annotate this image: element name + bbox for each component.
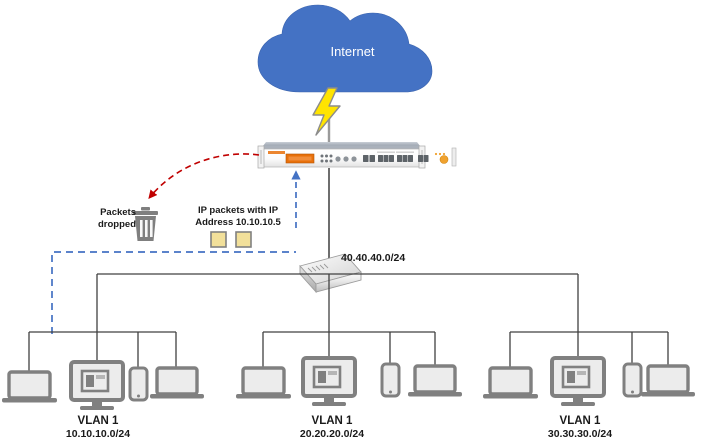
vlan-right-name: VLAN 1 (559, 415, 601, 427)
smartphone-icon (622, 362, 643, 398)
internet-cloud (257, 4, 433, 93)
laptop-icon (408, 364, 462, 397)
vlan-left-devices (2, 360, 204, 410)
smartphone-icon (128, 366, 149, 402)
smartphone-icon (380, 362, 401, 398)
desktop-monitor-icon (301, 356, 357, 406)
packets-dropped-line2: dropped (98, 218, 136, 230)
laptop-icon (483, 366, 538, 399)
ip-packets-line2: Address 10.10.10.5 (195, 216, 281, 228)
trash-can-icon (133, 207, 158, 241)
laptop-icon (150, 366, 204, 399)
ip-packets-line1: IP packets with IP (197, 205, 279, 216)
vlan-left-name: VLAN 1 (77, 415, 119, 427)
lightning-bolt-icon (312, 87, 341, 136)
core-switch (299, 253, 362, 294)
ip-packet-squares (210, 231, 252, 248)
packets-dropped-line1: Packets (100, 207, 136, 218)
vlan-center-subnet: 20.20.20.0/24 (299, 428, 365, 441)
internet-cloud-label: Internet (330, 44, 375, 59)
ip-packets-label: IP packets with IP Address 10.10.10.5 (178, 205, 298, 229)
packet-drop-path-arrow (148, 153, 260, 200)
vlan-left-label: VLAN 1 10.10.10.0/24 (38, 414, 158, 442)
laptop-icon (2, 370, 57, 403)
firewall-ports (363, 155, 429, 162)
vlan-center-label: VLAN 1 20.20.20.0/24 (272, 414, 392, 442)
vlan-center-devices (236, 356, 462, 406)
vlan1-traffic-path (51, 251, 296, 334)
vlan-right-label: VLAN 1 30.30.30.0/24 (520, 414, 640, 442)
switch-distribution-links (28, 273, 669, 372)
desktop-monitor-icon (550, 356, 606, 406)
laptop-icon (641, 364, 695, 397)
firewall-appliance (257, 142, 457, 169)
desktop-monitor-icon (69, 360, 125, 410)
vlan-right-devices (483, 356, 695, 406)
vlan-right-subnet: 30.30.30.0/24 (547, 428, 613, 441)
laptop-icon (236, 366, 291, 399)
packets-dropped-label: Packets dropped (72, 207, 136, 231)
vlan-center-name: VLAN 1 (311, 415, 353, 427)
vlan-left-subnet: 10.10.10.0/24 (65, 428, 131, 441)
switch-subnet-label: 40.40.40.0/24 (341, 252, 406, 264)
